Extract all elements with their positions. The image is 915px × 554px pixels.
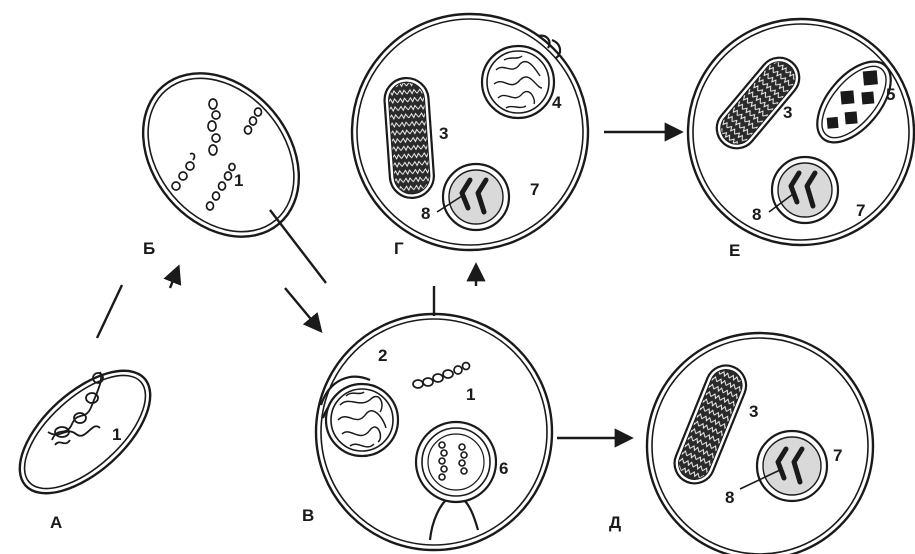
- stage-label-a: А: [50, 513, 62, 532]
- cell-b: 1 Б: [111, 42, 331, 267]
- stage-label-d: Д: [609, 513, 621, 532]
- cell-d-label-7: 7: [833, 446, 842, 465]
- arrow-b-to-v-head: [285, 288, 320, 330]
- stage-label-e: Е: [729, 241, 740, 260]
- cell-g-nucleus: [443, 164, 509, 230]
- cell-a-label-1: 1: [112, 425, 121, 444]
- arrow-b-to-v-line: [270, 210, 326, 283]
- stage-label-b: Б: [143, 239, 155, 258]
- arrow-a-to-b-head: [170, 268, 178, 288]
- cell-v-label-1: 1: [466, 385, 475, 404]
- cell-e-label-8: 8: [752, 205, 761, 224]
- cell-b-label-1: 1: [234, 171, 243, 190]
- cell-d-label-3: 3: [749, 402, 758, 421]
- cell-g-label-8: 8: [421, 204, 430, 223]
- cell-e: 3 5 8 7 Е: [688, 19, 914, 260]
- cell-e-label-3: 3: [783, 103, 792, 122]
- cell-e-label-7: 7: [856, 201, 865, 220]
- arrow-a-to-b-line: [97, 285, 122, 338]
- stage-label-v: В: [302, 506, 314, 525]
- cell-g-label-4: 4: [552, 93, 562, 112]
- cell-d-label-8: 8: [725, 488, 734, 507]
- cell-d-nucleus: [757, 431, 827, 501]
- cell-v-label-2: 2: [378, 346, 387, 365]
- cell-g-label-7: 7: [530, 180, 539, 199]
- cell-e-nucleus: [772, 157, 838, 223]
- cell-a-outer-membrane: [0, 349, 171, 516]
- cell-d: 3 8 7 Д: [609, 333, 873, 554]
- cell-a: 1 А: [0, 349, 171, 532]
- stage-label-g: Г: [394, 239, 404, 258]
- cell-g-mitochondrion: [383, 77, 435, 200]
- cell-e-label-5: 5: [886, 85, 895, 104]
- cell-v: 2 1: [302, 314, 552, 550]
- cell-g-label-3: 3: [439, 124, 448, 143]
- cell-g: 3 4 8 7 Г: [352, 14, 588, 258]
- cell-b-outer-membrane: [111, 42, 331, 267]
- cell-v-label-6: 6: [499, 459, 508, 478]
